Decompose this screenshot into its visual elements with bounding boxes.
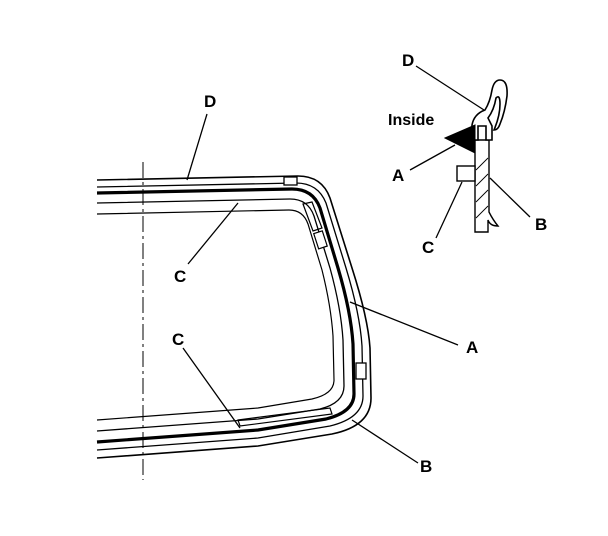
leader-lower-C <box>182 347 241 429</box>
glass-hatch-2 <box>475 173 489 187</box>
spacer-block-section <box>456 165 476 182</box>
label-detail-C: C <box>422 238 434 257</box>
adhesive-bead-section <box>443 124 476 154</box>
label-top-D: D <box>204 92 216 111</box>
glass-pane <box>474 139 500 233</box>
molding-line <box>96 182 364 451</box>
leader-main-B <box>351 419 419 464</box>
spacer-strip-upper <box>302 201 323 232</box>
glass-hatch-3 <box>475 189 489 203</box>
windshield-corner-view: D C C A B <box>96 92 478 480</box>
molding-clip-side <box>355 362 367 380</box>
glass-edge <box>96 198 345 432</box>
leader-upper-C <box>187 202 239 265</box>
glass-hatch-4 <box>475 205 489 219</box>
spacer-strip-lower <box>237 407 333 427</box>
label-detail-D: D <box>402 51 414 70</box>
spacer-block-side <box>312 230 328 250</box>
label-main-A: A <box>466 338 478 357</box>
molding-profile <box>471 79 508 141</box>
leader-detail-C <box>435 181 463 239</box>
label-detail-A: A <box>392 166 404 185</box>
leader-detail-D <box>415 65 485 111</box>
inner-glass-border <box>96 209 335 421</box>
cross-section-view: D Inside A B C <box>388 51 547 257</box>
label-main-B: B <box>420 457 432 476</box>
leader-top-D <box>186 113 208 181</box>
leader-detail-B <box>489 177 531 218</box>
leader-main-A <box>349 301 459 346</box>
molding-clip-top <box>283 176 298 186</box>
body-opening-outer <box>96 175 372 459</box>
label-detail-B: B <box>535 215 547 234</box>
adhesive-bead <box>96 187 356 444</box>
label-detail-inside: Inside <box>388 112 434 129</box>
label-lower-C: C <box>172 330 184 349</box>
leader-detail-A <box>409 144 456 171</box>
glass-hatch-1 <box>475 157 489 171</box>
label-upper-C: C <box>174 267 186 286</box>
